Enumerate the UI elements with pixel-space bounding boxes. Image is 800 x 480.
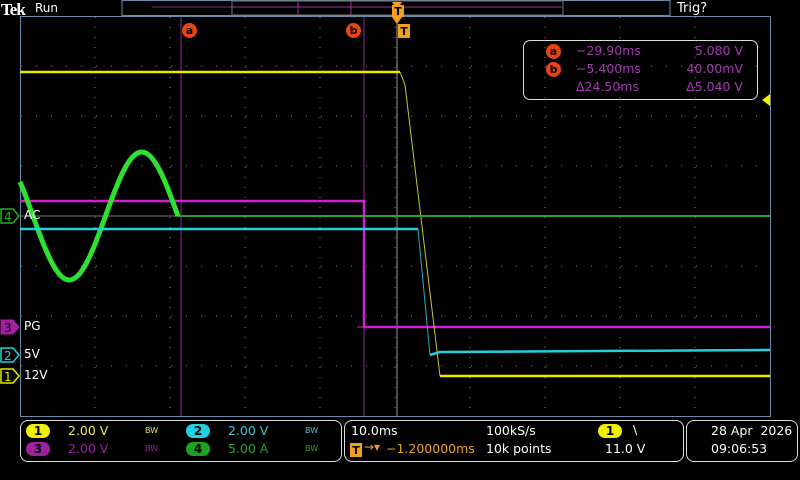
- cursor-a-time: −29.90ms: [576, 43, 641, 58]
- ch1-marker[interactable]: 1: [0, 368, 20, 388]
- ch2-badge[interactable]: 2: [186, 424, 210, 438]
- cursor-b-marker[interactable]: b: [346, 23, 361, 38]
- horizontal-delay[interactable]: −1.200000ms: [386, 441, 475, 456]
- cursor-a-marker[interactable]: a: [182, 23, 197, 38]
- trigger-source-badge[interactable]: 1: [598, 424, 622, 438]
- trigger-slope-falling-icon[interactable]: \: [633, 422, 638, 437]
- svg-text:3: 3: [4, 321, 12, 335]
- ch2-scale[interactable]: 2.00 V: [228, 423, 269, 438]
- ch4-marker[interactable]: 4: [0, 208, 20, 228]
- run-state[interactable]: Run: [35, 1, 59, 15]
- vertical-settings-panel[interactable]: 1 2.00 V BW 2 2.00 V BW 3 2.00 V BW 4 5.…: [20, 420, 342, 462]
- date: 28 Apr 2026: [711, 423, 793, 438]
- record-trigger-icon: T: [392, 5, 404, 18]
- trigger-state: Trig?: [677, 1, 708, 16]
- trigger-level[interactable]: 11.0 V: [605, 441, 646, 456]
- ch3-label: PG: [24, 319, 41, 333]
- ch4-waveform: [17, 149, 181, 283]
- ch2-bw-limit: BW: [305, 426, 319, 435]
- ch1-badge[interactable]: 1: [26, 424, 50, 438]
- sample-rate: 100kS/s: [486, 423, 536, 438]
- ch3-bw-limit: BW: [145, 444, 159, 453]
- trigger-position-icon[interactable]: T: [398, 24, 410, 38]
- svg-text:2: 2: [4, 349, 12, 363]
- ch2-marker[interactable]: 2: [0, 347, 20, 367]
- ch4-badge[interactable]: 4: [186, 442, 210, 456]
- tek-logo: Tek: [1, 0, 26, 19]
- cursor-a-value: 5.080 V: [694, 43, 743, 58]
- cursor-delta-value: Δ5.040 V: [686, 79, 743, 94]
- delay-arrow-icon: →▾: [364, 440, 381, 454]
- datetime-panel: 28 Apr 2026 09:06:53: [686, 420, 798, 462]
- record-length[interactable]: 10k points: [486, 441, 552, 456]
- time: 09:06:53: [711, 441, 768, 456]
- ch2-label: 5V: [24, 347, 40, 361]
- ch1-bw-limit: BW: [145, 426, 159, 435]
- ch4-bw-limit: BW: [305, 444, 319, 453]
- trigger-delay-icon: T: [350, 443, 362, 457]
- cursor-b-value: 40.00mV: [686, 61, 743, 76]
- cursor-b-icon: b: [546, 62, 561, 77]
- ch3-waveform: [20, 199, 770, 329]
- svg-text:1: 1: [4, 370, 12, 384]
- cursor-delta-time: Δ24.50ms: [576, 79, 640, 94]
- ch1-label: 12V: [24, 368, 48, 382]
- cursor-readout: a −29.90ms 5.080 V b −5.400ms 40.00mV Δ2…: [523, 40, 758, 100]
- ch3-badge[interactable]: 3: [26, 442, 50, 456]
- horizontal-trigger-panel[interactable]: 10.0ms T →▾ −1.200000ms 100kS/s 10k poin…: [344, 420, 684, 462]
- ch1-scale[interactable]: 2.00 V: [68, 423, 109, 438]
- ch4-num: 4: [4, 210, 12, 224]
- ch4-scale[interactable]: 5.00 A: [228, 441, 269, 456]
- ch3-scale[interactable]: 2.00 V: [68, 441, 109, 456]
- ch4-label: AC: [24, 208, 41, 222]
- cursor-a-icon: a: [546, 44, 561, 59]
- horizontal-scale[interactable]: 10.0ms: [351, 423, 398, 438]
- trigger-level-marker: [762, 94, 770, 100]
- cursor-b-time: −5.400ms: [576, 61, 641, 76]
- ch3-marker[interactable]: 3: [0, 319, 20, 339]
